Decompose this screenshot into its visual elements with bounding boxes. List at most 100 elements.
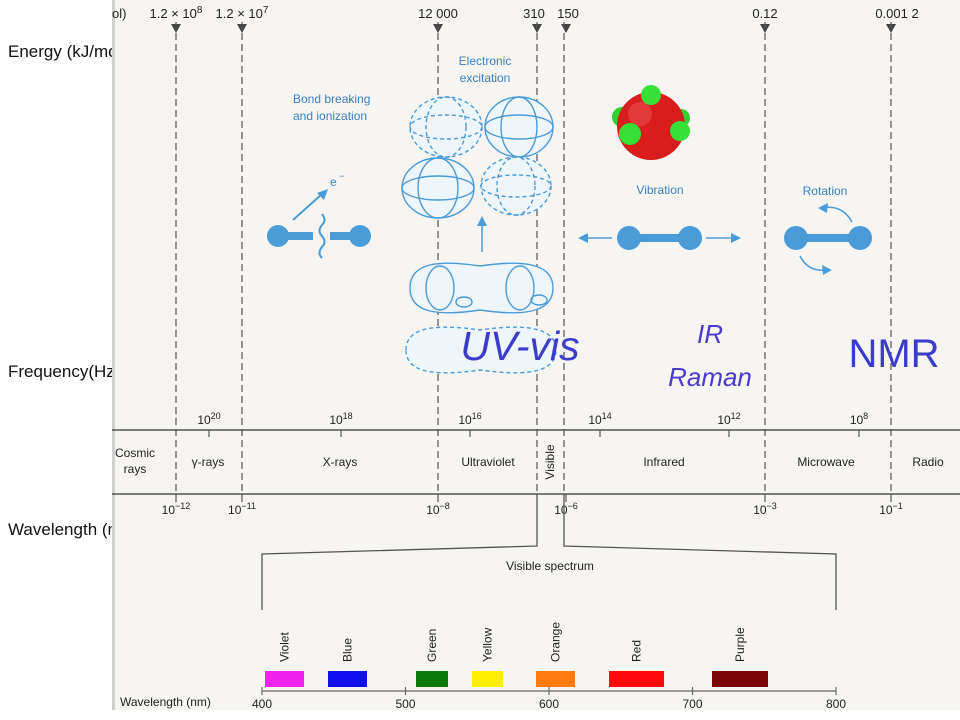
wavelength-tick-label-exponent: −3 [767,501,777,511]
color-swatch-blue [328,671,367,687]
frequency-tick-label-exponent: 8 [863,411,868,421]
color-swatch-red [609,671,664,687]
color-name-label: Red [630,640,644,662]
frequency-tick-label-exponent: 16 [472,411,482,421]
molecule-model-illustration [612,85,690,160]
color-swatch-yellow [472,671,503,687]
energy-tick-label-exponent: 8 [197,5,203,16]
frequency-tick-label: 1020 [197,411,220,427]
electron-charge: − [339,171,344,181]
region-label: Radio [912,455,944,469]
highlight-icon [628,102,652,126]
energy-tick-label: 310 [523,6,545,21]
raman-technique-label: Raman [668,362,752,392]
vibration-illustration: Vibration [578,183,741,250]
atom-icon [670,121,690,141]
nm-tick-label: 500 [395,697,415,711]
wavelength-tick-label-exponent: −12 [175,501,190,511]
energy-tick-label: 1.2 × 108 [150,5,203,21]
orbital-mesh-icon [417,157,459,219]
frequency-tick-label-base: 10 [329,413,343,427]
energy-tick-label-base: 1.2 × 10 [150,6,197,21]
frequency-tick-label: 1016 [458,411,481,427]
atom-icon [784,226,808,250]
energy-tick-label: 0.12 [752,6,777,21]
wavelength-tick-label-base: 10 [753,503,767,517]
region-label: Visible [543,444,557,479]
wavelength-tick-label-exponent: −11 [241,501,256,511]
arrowhead-icon [731,233,741,243]
atom-icon [641,85,661,105]
wavelength-tick-label-base: 10 [554,503,568,517]
bond-icon [287,232,313,240]
frequency-tick-label-exponent: 18 [343,411,353,421]
ir-technique-label: IR [697,319,723,349]
color-name-label: Yellow [481,627,495,662]
break-wave-icon [318,213,326,259]
frequency-tick-label: 108 [850,411,868,427]
nm-tick-label: 800 [826,697,846,711]
color-swatch-violet [265,671,304,687]
visible-spectrum-title: Visible spectrum [506,559,594,573]
bond-icon [330,232,352,240]
orbital-mesh-icon [500,96,538,158]
bond-icon [806,234,850,242]
frequency-tick-label-exponent: 14 [602,411,612,421]
vibration-label: Vibration [636,183,683,197]
wavelength-tick-label: 10−3 [753,501,777,517]
arrowhead-icon [822,265,832,275]
electron-label: e [330,175,337,189]
wavelength-tick-label: 10−11 [228,501,256,517]
region-label: Infrared [643,455,684,469]
page-edge [112,0,115,710]
color-swatch-purple [712,671,768,687]
color-swatch-green [416,671,448,687]
orbital-lobe-icon [480,156,552,216]
electronic-label-line2: excitation [460,71,511,85]
energy-tick-label: 0.001 2 [875,6,918,21]
energy-tick-label: 150 [557,6,579,21]
wavelength-tick-label-base: 10 [426,503,440,517]
orbital-mesh-icon [496,156,536,216]
wavelength-tick-label-exponent: −6 [568,501,578,511]
frequency-tick-label-exponent: 20 [211,411,221,421]
wavelength-tick-label-exponent: −1 [893,501,903,511]
nm-tick-label: 600 [539,697,559,711]
atom-icon [349,225,371,247]
orbital-lobe-icon [484,96,554,158]
bond-breaking-label-line1: Bond breaking [293,92,370,106]
color-name-label: Violet [278,632,292,662]
region-label: γ-rays [192,455,225,469]
bond-breaking-label-line2: and ionization [293,109,367,123]
frequency-tick-label-base: 10 [850,413,864,427]
region-label: X-rays [323,455,358,469]
atom-icon [617,226,641,250]
energy-tick-label-base: 12 000 [418,6,458,21]
color-name-label: Purple [733,627,747,662]
electronic-label-line1: Electronic [459,54,512,68]
wavelength-tick-label: 10−1 [879,501,903,517]
region-label-line2: rays [124,462,147,476]
color-swatch-orange [536,671,575,687]
frequency-tick-label: 1012 [717,411,740,427]
electronic-excitation-illustration: Electronic excitation [401,54,557,374]
orbital-mesh-icon [409,114,483,140]
arrowhead-icon [317,189,328,200]
wavelength-tick-label: 10−8 [426,501,450,517]
frequency-tick-label-base: 10 [458,413,472,427]
energy-unit-fragment: ol) [112,6,126,21]
region-label: Ultraviolet [461,455,515,469]
orbital-mesh-icon [425,265,455,311]
nm-axis-label: Wavelength (nm) [120,695,211,709]
energy-tick-label-base: 310 [523,6,545,21]
arrowhead-icon [578,233,588,243]
orbital-mesh-icon [505,265,535,311]
expansion-bracket-left [261,494,538,610]
